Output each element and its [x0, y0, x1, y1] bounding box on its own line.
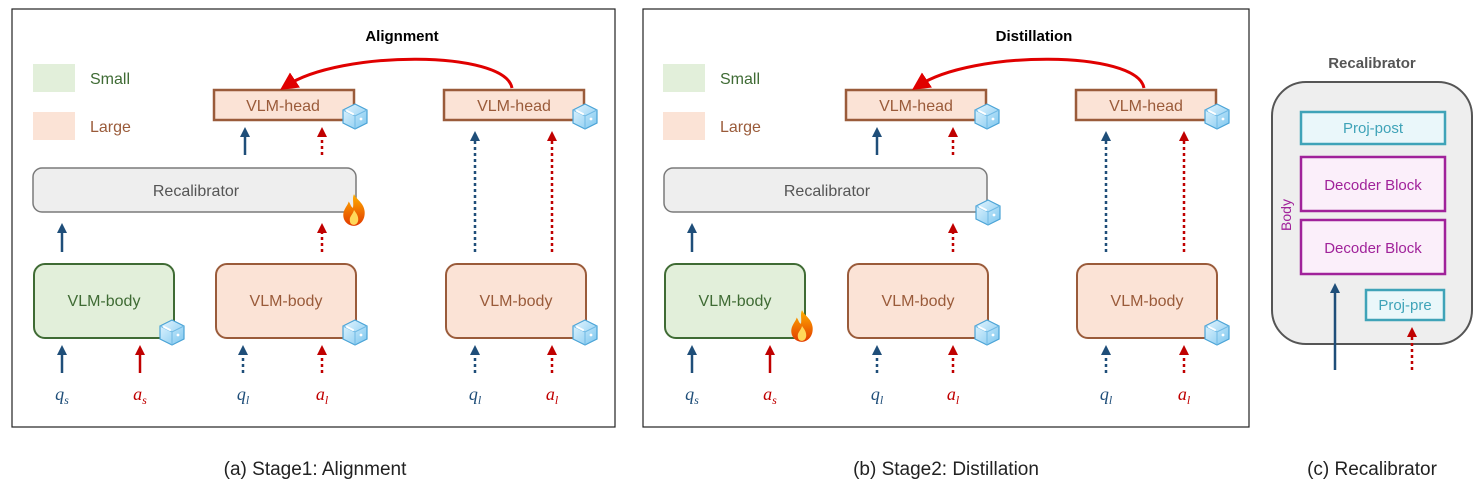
panel-b-frame	[642, 8, 1250, 428]
proj-pre-label: Proj-pre	[1378, 297, 1431, 314]
vlm-body-label: VLM-body	[250, 293, 323, 310]
proj-post-label: Proj-post	[1343, 120, 1404, 137]
ice-cube-icon	[1204, 319, 1230, 346]
legend-small-swatch	[663, 64, 705, 92]
input-q-small: qs	[55, 384, 69, 407]
recalibrator-label: Recalibrator	[784, 183, 871, 200]
body-label: Body	[1278, 199, 1294, 231]
ice-cube-icon	[159, 319, 185, 346]
vlm-body-small	[33, 263, 175, 339]
vlm-body-large	[1076, 263, 1218, 339]
distillation-arrow	[912, 57, 1146, 90]
legend-small-label: Small	[720, 71, 760, 88]
ice-cube-icon	[342, 319, 368, 346]
input-q-large: ql	[1100, 384, 1113, 407]
recalibrator-block	[32, 167, 357, 213]
panel-stage1-alignment: Alignment Small Large VLM-head VLM-head …	[11, 8, 616, 480]
recalibrator-label: Recalibrator	[153, 183, 240, 200]
vlm-head-large-path	[442, 88, 586, 122]
input-a-small: as	[133, 384, 147, 407]
vlm-head-large-path	[1074, 88, 1218, 122]
decoder-block-label: Decoder Block	[1324, 177, 1422, 194]
panel-c-caption: (c) Recalibrator	[1307, 459, 1438, 480]
panel-recalibrator-detail: Recalibrator Proj-post Decoder Block Dec…	[1271, 55, 1473, 480]
panel-a-title: Alignment	[365, 28, 438, 45]
legend-large-label: Large	[720, 119, 761, 136]
legend-large-label: Large	[90, 119, 131, 136]
ice-cube-icon	[572, 103, 598, 130]
input-q-large: ql	[469, 384, 482, 407]
arrows-panel-b	[687, 127, 1189, 373]
vlm-body-small	[664, 263, 806, 339]
recalibrator-container	[1271, 81, 1473, 345]
ice-cube-icon	[1204, 103, 1230, 130]
arrows-panel-a	[57, 127, 557, 373]
vlm-body-label: VLM-body	[882, 293, 955, 310]
vlm-head-label: VLM-head	[1109, 98, 1183, 115]
legend-small-swatch	[33, 64, 75, 92]
panel-b-caption: (b) Stage2: Distillation	[853, 459, 1039, 480]
proj-post-block	[1299, 110, 1447, 146]
ice-cube-icon	[342, 103, 368, 130]
vlm-body-label: VLM-body	[480, 293, 553, 310]
vlm-head-label: VLM-head	[246, 98, 320, 115]
ice-cube-icon	[572, 319, 598, 346]
ice-cube-icon	[974, 319, 1000, 346]
vlm-head-small-path	[212, 88, 356, 122]
vlm-body-large	[847, 263, 989, 339]
decoder-block-label: Decoder Block	[1324, 240, 1422, 257]
decoder-block-1	[1299, 155, 1447, 213]
ice-cube-icon	[975, 199, 1001, 226]
vlm-head-label: VLM-head	[879, 98, 953, 115]
legend-large-swatch	[663, 112, 705, 140]
ice-cube-icon	[974, 103, 1000, 130]
vlm-head-label: VLM-head	[477, 98, 551, 115]
legend-large-swatch	[33, 112, 75, 140]
input-q-large: ql	[237, 384, 250, 407]
panel-b-title: Distillation	[996, 28, 1073, 45]
vlm-body-label: VLM-body	[1111, 293, 1184, 310]
panel-stage2-distillation: Distillation Small Large VLM-head VLM-he…	[642, 8, 1250, 480]
input-a-small: as	[763, 384, 777, 407]
vlm-body-label: VLM-body	[699, 293, 772, 310]
input-a-large: al	[316, 384, 329, 407]
decoder-block-2	[1299, 218, 1447, 276]
panel-a-frame	[11, 8, 616, 428]
alignment-arrow	[280, 57, 514, 90]
recalibrator-block	[663, 167, 988, 213]
panel-c-title: Recalibrator	[1328, 55, 1416, 72]
input-a-large: al	[1178, 384, 1191, 407]
vlm-body-large	[445, 263, 587, 339]
panel-a-caption: (a) Stage1: Alignment	[224, 459, 407, 480]
proj-pre-block	[1364, 288, 1446, 322]
input-a-large: al	[546, 384, 559, 407]
input-q-small: qs	[685, 384, 699, 407]
vlm-body-large	[215, 263, 357, 339]
legend-small-label: Small	[90, 71, 130, 88]
input-a-large: al	[947, 384, 960, 407]
vlm-head-small-path	[844, 88, 988, 122]
input-q-large: ql	[871, 384, 884, 407]
vlm-body-label: VLM-body	[68, 293, 141, 310]
